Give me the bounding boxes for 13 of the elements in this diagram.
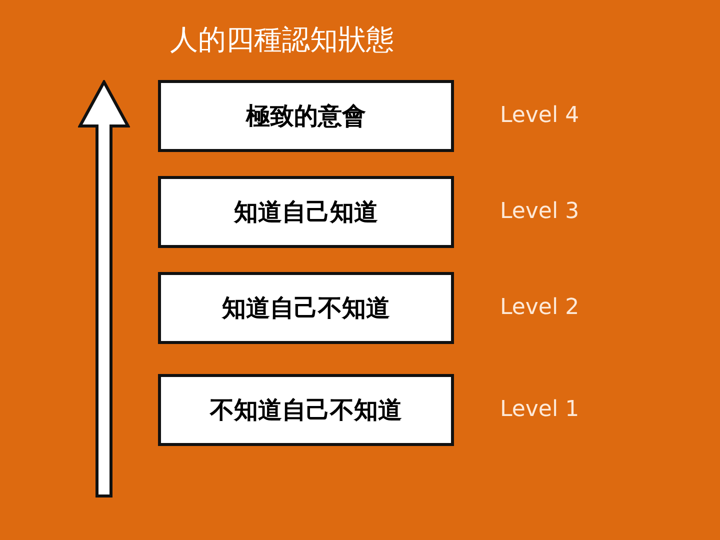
level-text: 知道自己知道 (234, 197, 378, 228)
level-box (158, 80, 454, 152)
level-box (158, 176, 454, 248)
level-text: 極致的意會 (246, 101, 366, 132)
level-box (158, 374, 454, 446)
title: 人的四種認知狀態 (170, 22, 394, 58)
level-box (158, 272, 454, 344)
level-label: Level 1 (500, 396, 580, 424)
level-label: Level 4 (500, 102, 580, 130)
level-label: Level 2 (500, 294, 580, 322)
level-text: 知道自己不知道 (222, 293, 390, 324)
level-text: 不知道自己不知道 (210, 395, 402, 426)
level-label: Level 3 (500, 198, 580, 226)
